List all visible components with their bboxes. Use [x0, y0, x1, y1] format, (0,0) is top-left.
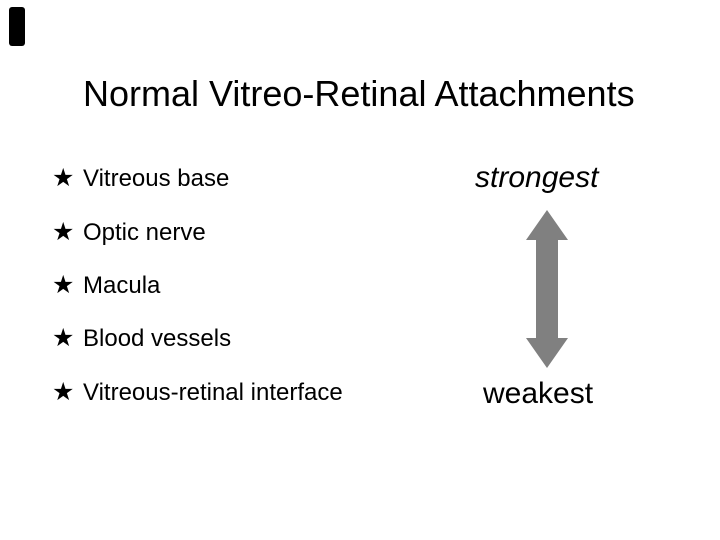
page-title: Normal Vitreo-Retinal Attachments: [83, 73, 635, 114]
star-bullet-icon: ★: [52, 324, 75, 352]
star-bullet-icon: ★: [52, 271, 75, 299]
corner-mark: [9, 7, 25, 46]
list-item: ★ Blood vessels: [52, 324, 231, 353]
list-item-label: Vitreous-retinal interface: [83, 379, 343, 406]
weakest-label: weakest: [483, 377, 594, 410]
strongest-label: strongest: [475, 161, 599, 194]
star-bullet-icon: ★: [52, 218, 75, 246]
star-bullet-icon: ★: [52, 164, 75, 192]
list-item: ★ Optic nerve: [52, 218, 206, 247]
double-headed-arrow-icon: [526, 210, 568, 368]
list-item: ★ Vitreous-retinal interface: [52, 378, 343, 407]
list-item-label: Blood vessels: [83, 325, 232, 352]
list-item: ★ Vitreous base: [52, 164, 229, 193]
list-item: ★ Macula: [52, 271, 160, 300]
star-bullet-icon: ★: [52, 378, 75, 406]
list-item-label: Optic nerve: [83, 219, 206, 246]
list-item-label: Macula: [83, 272, 161, 299]
list-item-label: Vitreous base: [83, 165, 230, 192]
